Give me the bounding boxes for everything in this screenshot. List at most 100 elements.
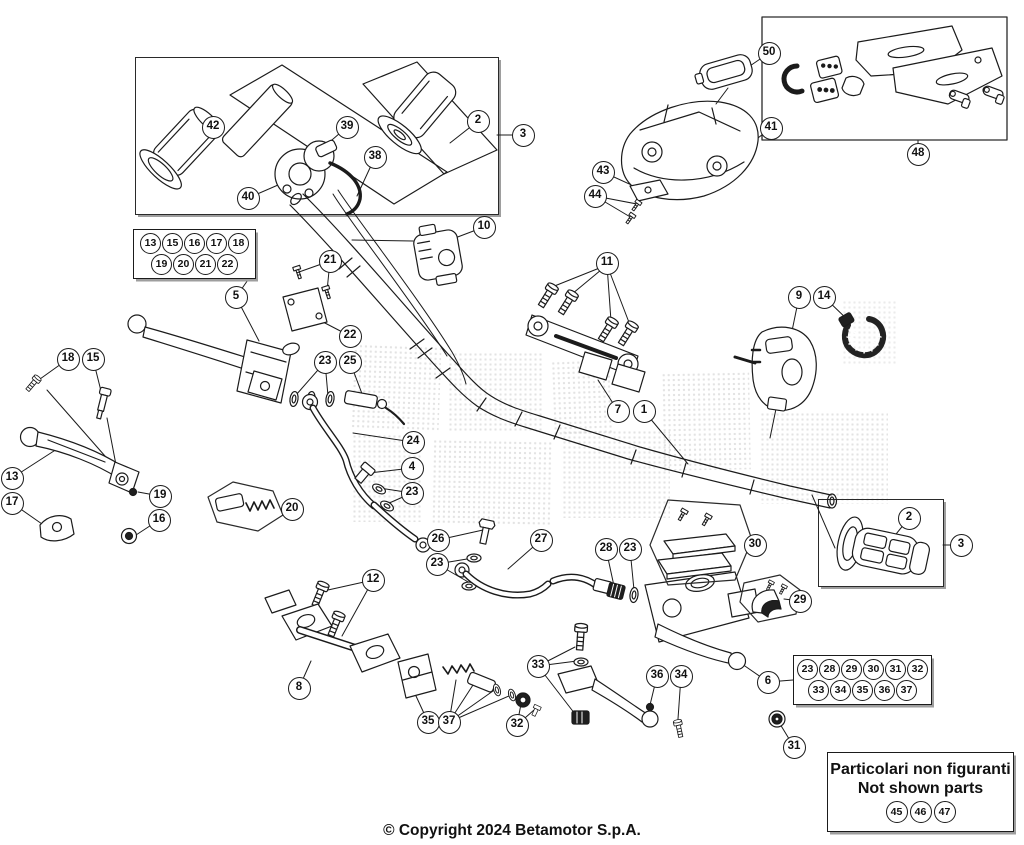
callout-33: 33 xyxy=(526,654,550,678)
not-shown-box: Particolari non figuranti Not shown part… xyxy=(827,752,1014,832)
callout-23: 23 xyxy=(618,537,642,561)
handlebar xyxy=(289,192,838,509)
callout-28: 28 xyxy=(594,537,618,561)
pivot-bolt-19 xyxy=(128,487,138,497)
right-grip-top xyxy=(362,61,498,175)
callout-14: 14 xyxy=(812,285,836,309)
callout-24: 24 xyxy=(401,430,425,454)
kill-switch xyxy=(733,326,817,412)
decomp-lever xyxy=(557,665,686,739)
callout-1: 1 xyxy=(632,399,656,423)
clutch-lever xyxy=(19,426,140,494)
callout-28: 28 xyxy=(819,659,840,680)
callout-9: 9 xyxy=(787,285,811,309)
callout-45: 45 xyxy=(885,801,908,824)
callout-32: 32 xyxy=(907,659,928,680)
callout-25: 25 xyxy=(338,350,362,374)
callout-22: 22 xyxy=(338,324,362,348)
callout-31: 31 xyxy=(885,659,906,680)
pushrod-15 xyxy=(96,386,112,420)
callout-2: 2 xyxy=(897,506,921,530)
callout-34: 34 xyxy=(830,680,851,701)
callout-47: 47 xyxy=(933,801,956,824)
callout-2: 2 xyxy=(466,109,490,133)
lower-clamps xyxy=(264,579,401,673)
callout-35: 35 xyxy=(852,680,873,701)
right-grip xyxy=(836,516,930,575)
callout-37: 37 xyxy=(896,680,917,701)
throttle-cable-short xyxy=(328,161,362,216)
brake-hose-upper xyxy=(301,393,431,553)
callout-16: 16 xyxy=(184,233,205,254)
bar-cover-41 xyxy=(620,100,759,201)
hose-washers-switch xyxy=(288,390,406,426)
callout-39: 39 xyxy=(335,115,359,139)
brake-hose-lower xyxy=(454,518,640,604)
callout-35: 35 xyxy=(416,710,440,734)
callout-41: 41 xyxy=(759,116,783,140)
callout-42: 42 xyxy=(201,115,225,139)
nut-32 xyxy=(515,692,542,717)
callout-3: 3 xyxy=(511,123,535,147)
perch-clamp-17 xyxy=(39,515,75,542)
callout-15: 15 xyxy=(162,233,183,254)
pad-align-line xyxy=(715,87,729,105)
callout-30: 30 xyxy=(863,659,884,680)
callout-16: 16 xyxy=(147,508,171,532)
callout-43: 43 xyxy=(591,160,615,184)
callout-21: 21 xyxy=(195,254,216,275)
callout-20: 20 xyxy=(173,254,194,275)
callout-19: 19 xyxy=(151,254,172,275)
start-switch xyxy=(413,223,463,286)
callout-31: 31 xyxy=(782,735,806,759)
callout-10: 10 xyxy=(472,215,496,239)
callout-34: 34 xyxy=(669,664,693,688)
right-grip-frame xyxy=(818,499,944,587)
callout-26: 26 xyxy=(426,528,450,552)
throttle-housing xyxy=(274,139,338,200)
callout-50: 50 xyxy=(757,41,781,65)
bracket-43-44 xyxy=(623,179,669,226)
not-shown-title-it: Particolari non figuranti xyxy=(830,760,1011,778)
not-shown-title-en: Not shown parts xyxy=(857,780,984,797)
callout-12: 12 xyxy=(361,568,385,592)
callout-22: 22 xyxy=(217,254,238,275)
callout-7: 7 xyxy=(606,399,630,423)
coil-cable xyxy=(838,312,887,359)
callout-18: 18 xyxy=(56,347,80,371)
callout-21: 21 xyxy=(318,249,342,273)
callout-18: 18 xyxy=(228,233,249,254)
callout-27: 27 xyxy=(529,528,553,552)
callout-38: 38 xyxy=(363,145,387,169)
bolt-33 xyxy=(571,622,590,725)
callout-23: 23 xyxy=(313,350,337,374)
callout-40: 40 xyxy=(236,186,260,210)
callout-8: 8 xyxy=(287,676,311,700)
callout-6: 6 xyxy=(756,670,780,694)
callout-19: 19 xyxy=(148,484,172,508)
callout-23: 23 xyxy=(400,481,424,505)
pad-kit-30 xyxy=(649,499,753,586)
callout-15: 15 xyxy=(81,347,105,371)
callout-44: 44 xyxy=(583,184,607,208)
callout-20: 20 xyxy=(280,497,304,521)
callout-23: 23 xyxy=(425,552,449,576)
grommet-31 xyxy=(768,710,786,728)
callout-37: 37 xyxy=(437,710,461,734)
handguard-kit xyxy=(761,16,1008,141)
callout-48: 48 xyxy=(906,142,930,166)
callout-11: 11 xyxy=(595,251,619,275)
callout-17: 17 xyxy=(0,491,24,515)
callout-13: 13 xyxy=(0,466,24,490)
pivot-nut-16 xyxy=(120,527,138,545)
callout-46: 46 xyxy=(909,801,932,824)
callout-33: 33 xyxy=(808,680,829,701)
throttle-group-frame xyxy=(135,57,499,215)
